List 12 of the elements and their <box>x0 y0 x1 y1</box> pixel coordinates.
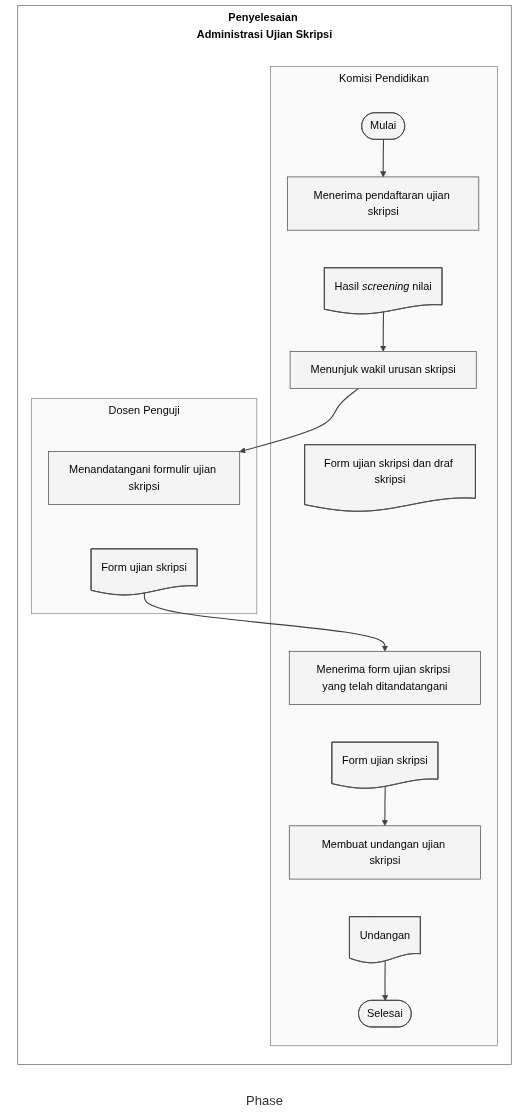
arrow <box>239 387 360 454</box>
node-box: Membuat undangan ujian skripsi <box>288 825 481 880</box>
arrow <box>382 960 389 1001</box>
arrow <box>381 786 388 827</box>
node-box: Menandatangani formulir ujian skripsi <box>48 451 241 505</box>
node-box: Menerima pendaftaran ujian skripsi <box>287 176 480 231</box>
phase-label: Phase <box>246 1093 283 1108</box>
arrow <box>143 592 388 652</box>
node-box: Menunjuk wakil urusan skripsi <box>289 351 477 389</box>
arrow <box>380 311 387 352</box>
arrow <box>380 139 387 178</box>
node-box: Menerima form ujian skripsi yang telah ditandatangani <box>288 650 481 705</box>
